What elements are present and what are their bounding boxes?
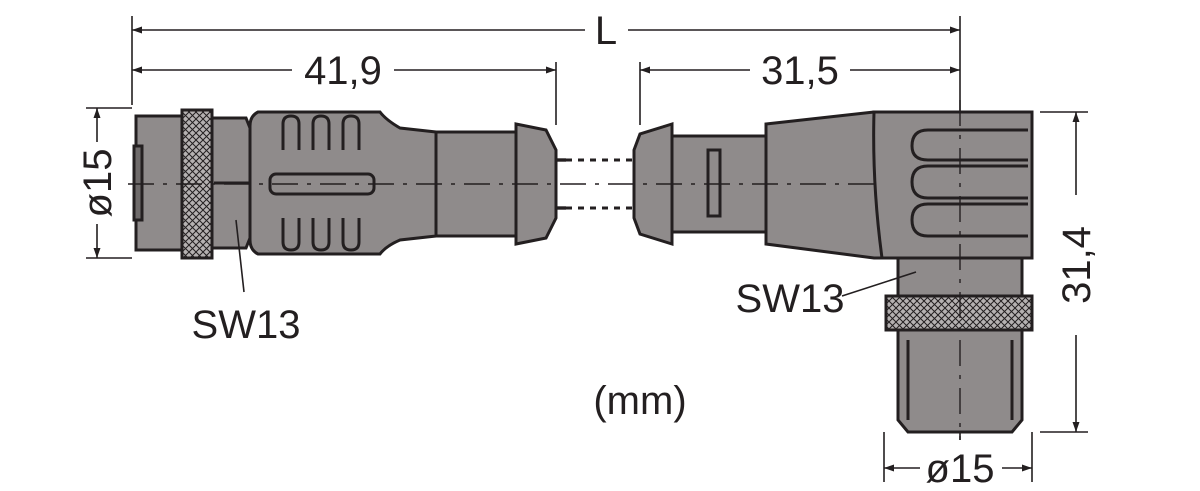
right-length-label: 31,5 bbox=[761, 49, 839, 93]
right-head-ribs bbox=[910, 128, 1028, 238]
left-grip-ribs-bottom bbox=[281, 218, 361, 252]
dimension-right-height: 31,4 bbox=[1055, 112, 1099, 432]
left-diameter-label: ø15 bbox=[76, 149, 120, 218]
left-wrench-callout: SW13 bbox=[192, 219, 301, 347]
left-grip-ribs-top bbox=[281, 114, 361, 150]
dimension-overall-length: L bbox=[132, 9, 960, 53]
right-cable-boot bbox=[632, 121, 674, 247]
left-wrench-label: SW13 bbox=[192, 303, 301, 347]
dimension-left-diameter: ø15 bbox=[76, 108, 120, 258]
right-wrench-label: SW13 bbox=[736, 277, 845, 321]
center-lines bbox=[128, 100, 961, 440]
left-contact-face bbox=[132, 144, 144, 222]
right-wrench-callout: SW13 bbox=[736, 271, 917, 321]
dimension-right-length: 31,5 bbox=[640, 49, 960, 93]
dimension-bottom-diameter: ø15 bbox=[884, 447, 1032, 491]
right-plug-body bbox=[896, 328, 1024, 434]
overall-length-label: L bbox=[595, 9, 617, 53]
dimension-left-length: 41,9 bbox=[132, 49, 556, 93]
right-angled-connector bbox=[632, 110, 1034, 434]
left-straight-connector bbox=[132, 108, 558, 260]
right-knurled-nut bbox=[884, 294, 1034, 332]
bottom-diameter-label: ø15 bbox=[926, 447, 995, 491]
right-sleeve-slot bbox=[706, 148, 722, 218]
units-label: (mm) bbox=[593, 379, 686, 423]
left-grip-body bbox=[248, 110, 438, 256]
left-length-label: 41,9 bbox=[304, 49, 382, 93]
right-height-label: 31,4 bbox=[1055, 226, 1099, 304]
cable-break bbox=[556, 158, 640, 210]
